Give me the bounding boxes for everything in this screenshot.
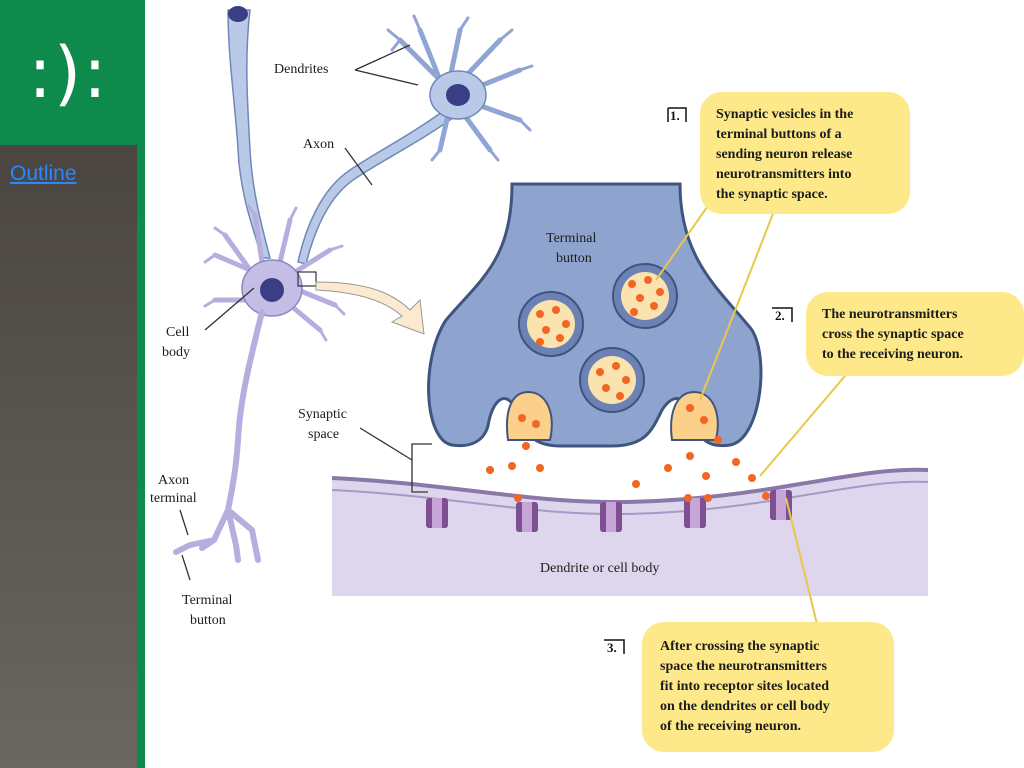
step-3-bubble: [642, 622, 894, 752]
step-3-line: After crossing the synaptic: [660, 639, 819, 654]
cell-nucleus: [260, 278, 284, 302]
label-dendrite-or-cell-body: Dendrite or cell body: [540, 561, 659, 576]
synapse-zoom: [331, 182, 929, 596]
synaptic-bracket: [411, 443, 432, 493]
label-synaptic-space: space: [308, 427, 339, 442]
step-1-line: neurotransmitters into: [716, 167, 851, 182]
step-1-bubble: [700, 92, 910, 214]
smiley-logo: :):: [28, 31, 109, 114]
synapse-diagram: 1. 2. 3. Synaptic vesicles in the termin…: [150, 6, 1024, 752]
upper-nucleus: [228, 6, 248, 22]
label-terminal-button: Terminal: [182, 593, 232, 608]
step-2-line: to the receiving neuron.: [822, 347, 963, 362]
releasing-vesicle: [506, 390, 553, 441]
step-2-line: The neurotransmitters: [822, 307, 958, 322]
step-3-line: on the dendrites or cell body: [660, 699, 830, 714]
label-cell-body: body: [162, 345, 190, 360]
neuron-illustration: [173, 6, 534, 581]
step-2-number: 2.: [775, 308, 785, 323]
sending-nucleus: [446, 84, 470, 106]
upper-axon: [227, 9, 271, 259]
sending-neuron: [386, 14, 534, 162]
label-synaptic-space: Synaptic: [298, 407, 347, 422]
step-2-bubble: [806, 292, 1024, 376]
axon-shape: [297, 98, 468, 265]
zoom-arrow: [315, 281, 425, 335]
releasing-vesicle: [670, 390, 719, 441]
step-3-number: 3.: [607, 640, 617, 655]
step-1-line: terminal buttons of a: [716, 127, 842, 142]
step-1-number: 1.: [670, 108, 680, 123]
sidebar: :): Outline: [0, 0, 145, 768]
step-1-line: sending neuron release: [716, 147, 852, 162]
diagram-labels: Dendrites Axon Cell body Axon terminal T…: [150, 62, 659, 628]
step-3-line: space the neurotransmitters: [660, 659, 827, 674]
label-inner-terminal-button: Terminal: [546, 231, 596, 246]
label-dendrites: Dendrites: [274, 62, 328, 77]
label-inner-terminal-button: button: [556, 251, 592, 266]
label-cell-body: Cell: [166, 325, 189, 340]
step-1-line: Synaptic vesicles in the: [716, 107, 853, 122]
step-3-line: of the receiving neuron.: [660, 719, 801, 734]
descending-axon: [173, 309, 265, 563]
step-2-line: cross the synaptic space: [822, 327, 964, 342]
label-terminal-button: button: [190, 613, 226, 628]
step-1-line: the synaptic space.: [716, 187, 828, 202]
sidebar-panel: [0, 145, 137, 768]
step-3-line: fit into receptor sites located: [660, 679, 829, 694]
step-callouts: 1. 2. 3. Synaptic vesicles in the termin…: [604, 92, 1024, 752]
neurotransmitters: [486, 276, 770, 502]
outline-link[interactable]: Outline: [10, 162, 77, 185]
zoom-box: [297, 271, 317, 287]
label-axon-terminal: terminal: [150, 491, 197, 506]
receptor-sites: [426, 490, 792, 532]
label-axon: Axon: [303, 137, 334, 152]
label-axon-terminal: Axon: [158, 473, 189, 488]
receiving-dendrite: [332, 469, 928, 596]
cell-body: [203, 203, 346, 342]
